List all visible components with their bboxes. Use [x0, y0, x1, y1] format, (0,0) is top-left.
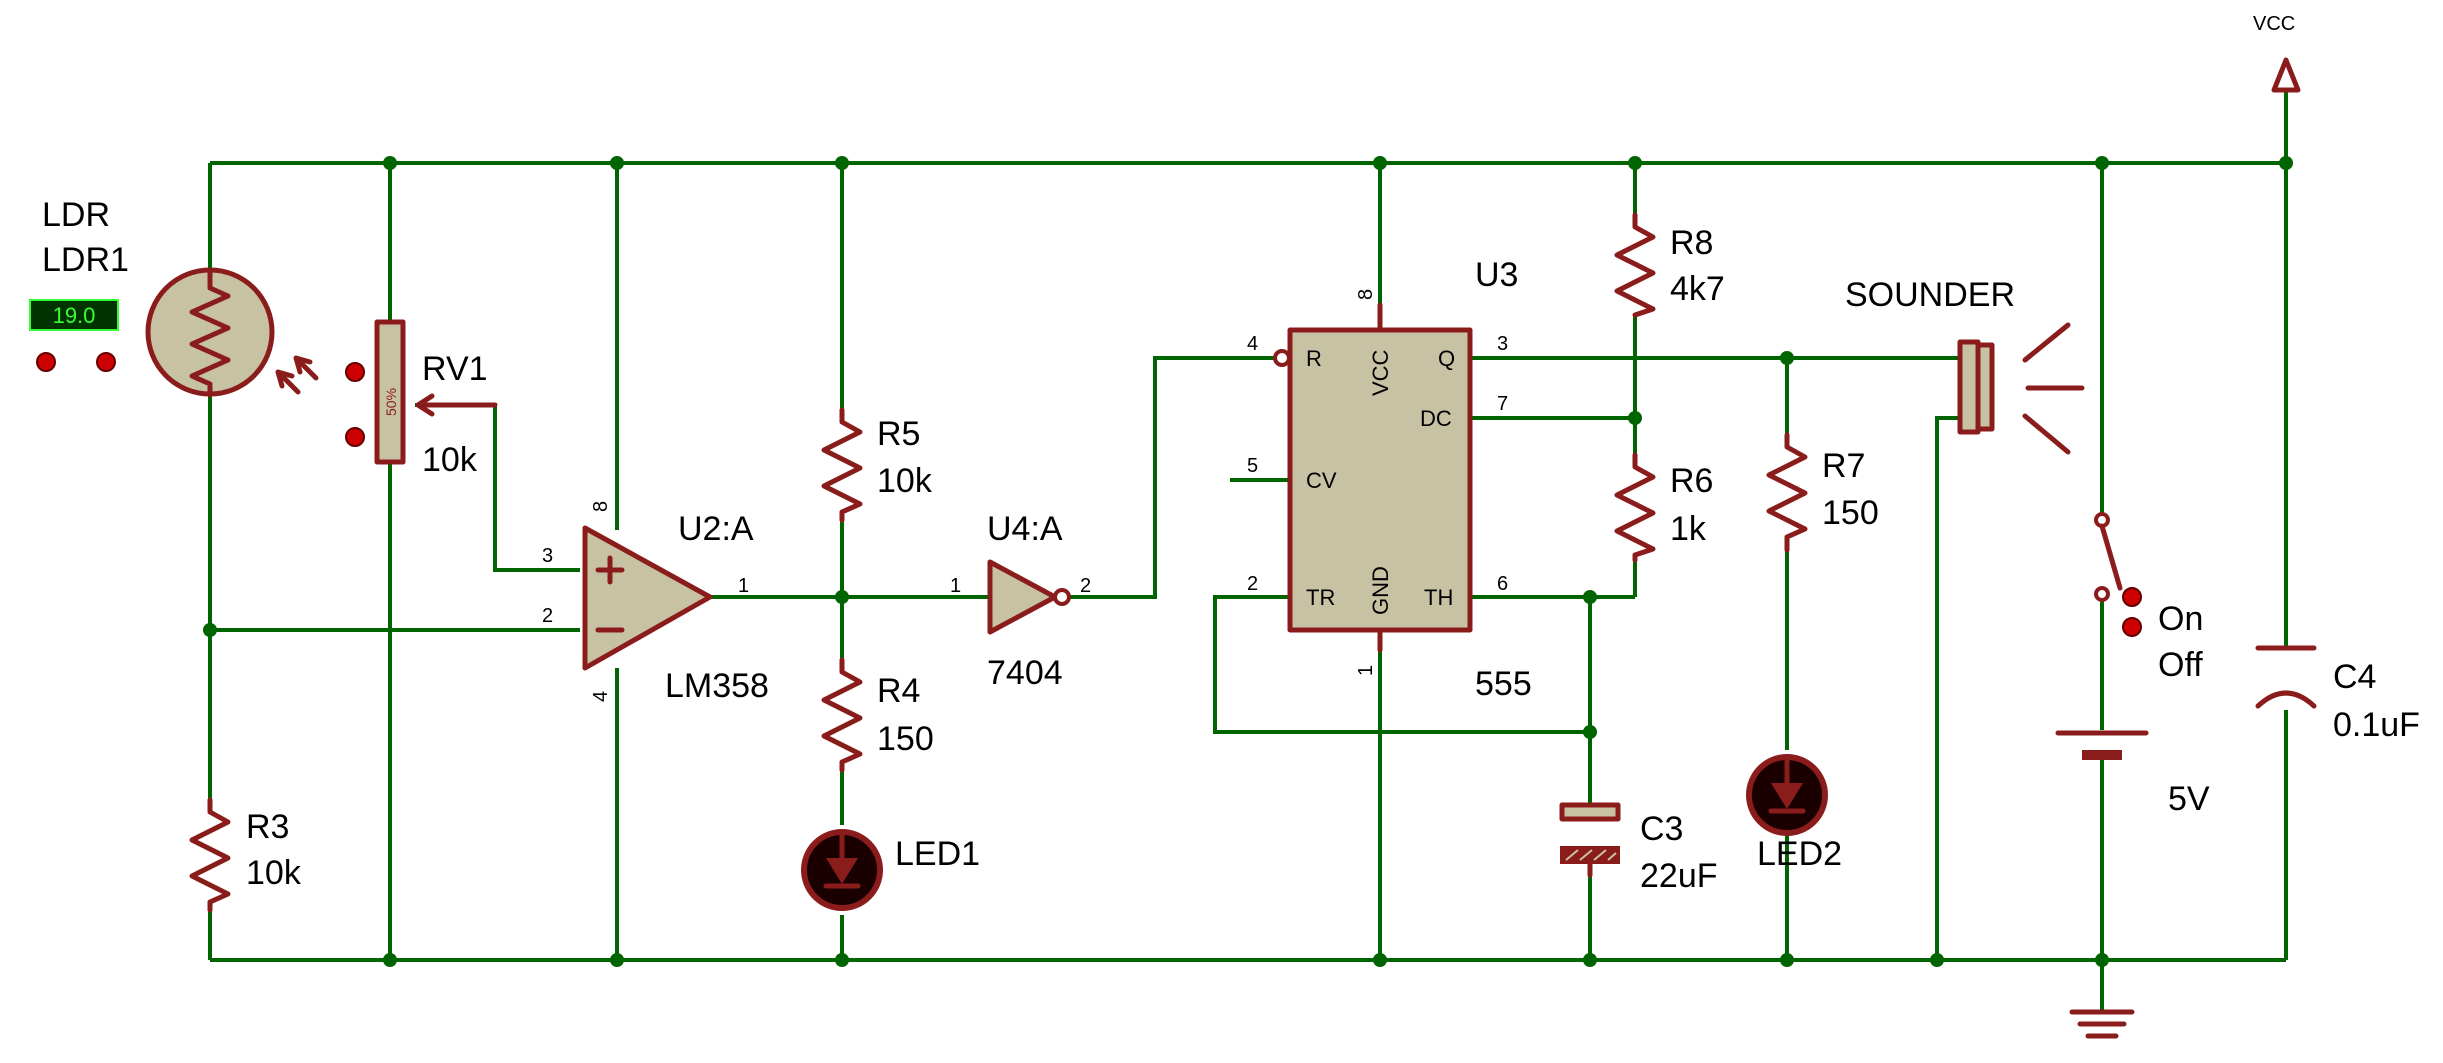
inverter-pin-out: 2	[1080, 575, 1091, 597]
ldr-ref-label: LDR1	[42, 241, 129, 279]
wires	[208, 90, 2288, 1010]
c4-capacitor: C4 0.1uF	[2255, 645, 2420, 744]
opamp-pin-g: 4	[590, 691, 612, 702]
rv1-up-button[interactable]	[345, 362, 365, 382]
ldr-type-label: LDR	[42, 196, 110, 234]
r4-resistor: R4 150	[821, 657, 934, 773]
battery: 5V	[2055, 730, 2210, 818]
power-switch[interactable]: On Off	[2094, 512, 2203, 684]
opamp-pin-plus: 3	[542, 545, 553, 567]
inverter-pin-in: 1	[950, 575, 961, 597]
timer-pin-q: 3	[1497, 333, 1508, 355]
switch-on-label: On	[2158, 600, 2203, 638]
timer-pin-th: 6	[1497, 573, 1508, 595]
timer-pin-gnd: 1	[1355, 665, 1377, 676]
rv1-value-label: 10k	[422, 441, 478, 479]
led1: LED1	[801, 829, 980, 911]
ldr-meter-reading: 19.0	[53, 303, 96, 328]
c3-value-label: 22uF	[1640, 857, 1718, 895]
r5-value-label: 10k	[877, 462, 933, 500]
ldr-decrease-button[interactable]	[36, 352, 56, 372]
inverter-part-label: 7404	[987, 654, 1063, 692]
opamp-ref-label: U2:A	[678, 510, 754, 548]
rv1-down-button[interactable]	[345, 427, 365, 447]
rv1-ref-label: RV1	[422, 350, 488, 388]
r8-resistor: R8 4k7	[1614, 212, 1725, 318]
led2: LED2	[1746, 754, 1842, 873]
timer-label-dc: DC	[1420, 406, 1452, 431]
opamp-part-label: LM358	[665, 667, 769, 705]
c3-ref-label: C3	[1640, 810, 1683, 848]
r7-ref-label: R7	[1822, 447, 1865, 485]
vcc-terminal: VCC	[2253, 13, 2301, 93]
opamp-pin-v: 8	[590, 501, 612, 512]
vcc-label: VCC	[2253, 13, 2295, 35]
ldr-increase-button[interactable]	[96, 352, 116, 372]
opamp-pin-out: 1	[738, 575, 749, 597]
junctions	[203, 156, 2293, 967]
timer-label-gnd: GND	[1368, 566, 1393, 615]
switch-on-button[interactable]	[2122, 587, 2142, 607]
c3-capacitor: C3 22uF	[1559, 802, 1718, 895]
led2-ref-label: LED2	[1757, 835, 1842, 873]
timer-label-r: R	[1306, 346, 1322, 371]
timer-pin-tr: 2	[1247, 573, 1258, 595]
r8-value-label: 4k7	[1670, 270, 1725, 308]
r6-resistor: R6 1k	[1614, 452, 1713, 563]
r3-ref-label: R3	[246, 808, 289, 846]
opamp-pin-minus: 2	[542, 605, 553, 627]
sounder: SOUNDER	[1845, 276, 2085, 455]
switch-off-label: Off	[2158, 646, 2203, 684]
r4-value-label: 150	[877, 720, 934, 758]
ldr1: LDR LDR1 19.0	[29, 196, 319, 398]
timer-label-cv: CV	[1306, 468, 1337, 493]
timer-label-vcc: VCC	[1368, 349, 1393, 396]
rv1-potentiometer: 50% RV1 10k	[345, 319, 498, 479]
timer-pin-r: 4	[1247, 333, 1258, 355]
r4-ref-label: R4	[877, 672, 920, 710]
timer-pin-vcc: 8	[1355, 289, 1377, 300]
rv1-wiper-value: 50%	[383, 388, 399, 416]
timer-label-th: TH	[1424, 585, 1453, 610]
timer-pin-dc: 7	[1497, 393, 1508, 415]
inverter-u4a: 1 2 U4:A 7404	[950, 510, 1091, 692]
r5-ref-label: R5	[877, 415, 920, 453]
switch-off-button[interactable]	[2122, 617, 2142, 637]
r6-ref-label: R6	[1670, 462, 1713, 500]
timer-pin-cv: 5	[1247, 455, 1258, 477]
ground-symbol	[2069, 1009, 2135, 1039]
r3-resistor: R3 10k	[189, 797, 302, 913]
battery-value-label: 5V	[2168, 780, 2210, 818]
c4-value-label: 0.1uF	[2333, 706, 2420, 744]
led1-ref-label: LED1	[895, 835, 980, 873]
r7-resistor: R7 150	[1766, 432, 1879, 553]
timer-label-tr: TR	[1306, 585, 1335, 610]
timer-555-u3: R VCC Q DC CV TR GND TH 4 8 3 7 5 2 1 6 …	[1247, 256, 1532, 703]
r5-resistor: R5 10k	[821, 407, 933, 523]
r6-value-label: 1k	[1670, 510, 1707, 548]
sounder-ref-label: SOUNDER	[1845, 276, 2015, 314]
c4-ref-label: C4	[2333, 658, 2376, 696]
timer-ref-label: U3	[1475, 256, 1518, 294]
timer-part-label: 555	[1475, 665, 1532, 703]
r3-value-label: 10k	[246, 854, 302, 892]
ldr-meter-display	[29, 299, 119, 331]
r8-ref-label: R8	[1670, 224, 1713, 262]
opamp-u2a: 3 2 1 8 4 U2:A LM358	[542, 501, 769, 705]
inverter-ref-label: U4:A	[987, 510, 1063, 548]
timer-label-q: Q	[1438, 346, 1455, 371]
r7-value-label: 150	[1822, 494, 1879, 532]
